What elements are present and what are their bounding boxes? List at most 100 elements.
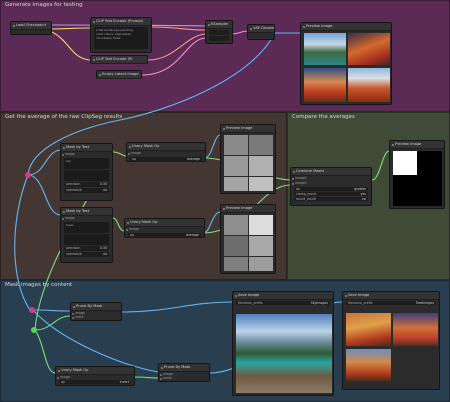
input-image[interactable]: image bbox=[125, 227, 204, 232]
node-title: Preview Image bbox=[301, 23, 391, 31]
prompt-textarea[interactable]: trees bbox=[64, 222, 109, 233]
widget-label: precision bbox=[66, 246, 81, 250]
node-ksampler[interactable]: KSampler bbox=[205, 20, 233, 44]
op-widget[interactable]: op average bbox=[128, 233, 201, 238]
input-label: image bbox=[129, 227, 139, 231]
widget-value: no bbox=[103, 188, 107, 192]
widget-value: no bbox=[103, 252, 107, 256]
node-clip-text-encode-prompt[interactable]: CLIP Text Encode (Prompt) a fall landsca… bbox=[90, 17, 152, 53]
input-image[interactable]: image bbox=[56, 375, 134, 379]
normalize-widget[interactable]: normalize no bbox=[64, 188, 109, 193]
node-vae-decode[interactable]: VAE Decode bbox=[247, 24, 275, 40]
saved-image-trees-1[interactable] bbox=[346, 313, 391, 346]
node-title: Unary Mask Op bbox=[56, 367, 134, 375]
wire-mask1-unary bbox=[112, 151, 127, 157]
group-title: Get the average of the raw ClipSeg resul… bbox=[5, 114, 123, 120]
preview-thumb-1[interactable] bbox=[304, 33, 346, 65]
input-image[interactable]: image bbox=[127, 151, 205, 156]
preview-thumb-3[interactable] bbox=[304, 68, 346, 102]
node-title: KSampler bbox=[206, 21, 232, 29]
input-image2[interactable]: image2 bbox=[291, 181, 371, 186]
input-label: image bbox=[163, 372, 173, 376]
wire-reroute-mask1 bbox=[34, 315, 71, 331]
node-clip-text-encode-negative[interactable]: CLIP Text Encode (Pr bbox=[90, 55, 148, 64]
node-title: CLIP Text Encode (Pr bbox=[91, 56, 147, 64]
input-image[interactable]: image bbox=[159, 372, 209, 376]
preview-mask-avg-2[interactable] bbox=[224, 215, 273, 271]
input-image[interactable]: image bbox=[61, 216, 112, 221]
node-title: Load Checkpoint bbox=[11, 22, 51, 30]
wire-cond-neg bbox=[147, 33, 206, 61]
widget-value: 0.30 bbox=[99, 246, 107, 250]
input-image[interactable]: image bbox=[61, 152, 112, 157]
wire-mask2-unary bbox=[112, 217, 125, 232]
prompt-textarea[interactable]: a fall landscape painting, vivid colors,… bbox=[94, 27, 148, 49]
wire-reroute-unary3 bbox=[34, 329, 56, 374]
wire-combine-preview bbox=[371, 150, 390, 181]
input-image1[interactable]: image1 bbox=[291, 176, 371, 181]
node-empty-latent-image[interactable]: Empty Latent Image bbox=[96, 70, 142, 79]
node-preview-image-top[interactable]: Preview Image bbox=[300, 22, 392, 105]
prompt-textarea[interactable]: sky bbox=[64, 158, 109, 169]
node-preview-image-avg-2[interactable]: Preview Image bbox=[220, 204, 276, 274]
node-load-checkpoint[interactable]: Load Checkpoint bbox=[10, 21, 52, 35]
widget-value: TreeImages bbox=[415, 301, 434, 305]
wire-latent bbox=[231, 30, 249, 35]
widget-label: round_result bbox=[296, 197, 316, 201]
node-title: Empty Latent Image bbox=[97, 71, 141, 79]
input-label: mask bbox=[163, 376, 172, 380]
node-prune-by-mask-2[interactable]: Prune By Mask image mask bbox=[158, 363, 210, 382]
widget-value: average bbox=[185, 233, 199, 237]
normalize-widget[interactable]: normalize no bbox=[64, 252, 109, 257]
saved-image-trees-3[interactable] bbox=[346, 349, 391, 382]
preview-thumb-2[interactable] bbox=[348, 33, 390, 65]
widget-label: normalize bbox=[66, 188, 82, 192]
precision-widget[interactable]: precision 0.30 bbox=[64, 246, 109, 251]
widget-label: filename_prefix bbox=[348, 301, 373, 305]
wire-image-down bbox=[14, 174, 31, 311]
group-title: Mask images by content bbox=[5, 282, 73, 288]
filename-prefix-widget[interactable]: filename_prefix TreeImages bbox=[346, 301, 436, 305]
node-preview-image-avg-1[interactable]: Preview Image bbox=[220, 124, 276, 194]
ksampler-widget[interactable] bbox=[209, 36, 229, 41]
node-title: Save Image bbox=[233, 292, 333, 300]
node-title: VAE Decode bbox=[248, 25, 274, 33]
widget-label: op bbox=[61, 380, 65, 384]
negative-prompt-textarea[interactable] bbox=[64, 234, 109, 245]
input-mask[interactable]: mask bbox=[71, 315, 121, 319]
widget-label: normalize bbox=[66, 252, 82, 256]
ksampler-widget[interactable] bbox=[209, 30, 229, 35]
widget-label: op bbox=[296, 187, 300, 191]
saved-image-trees-2[interactable] bbox=[393, 313, 438, 346]
wire-image-prune2 bbox=[32, 309, 159, 373]
negative-prompt-textarea[interactable] bbox=[64, 170, 109, 181]
op-widget[interactable]: op greater bbox=[294, 187, 368, 191]
preview-thumb-4[interactable] bbox=[348, 68, 390, 102]
node-preview-image-compare[interactable]: Preview Image bbox=[389, 140, 445, 209]
node-title: Mask by Text bbox=[61, 208, 112, 216]
saved-image-sky-preview[interactable] bbox=[236, 314, 332, 393]
preview-compare-result[interactable] bbox=[393, 151, 442, 206]
widget-label: op bbox=[130, 233, 134, 237]
input-mask[interactable]: mask bbox=[159, 376, 209, 380]
preview-mask-avg-1[interactable] bbox=[224, 135, 273, 191]
widget-value: greater bbox=[354, 187, 366, 191]
input-image[interactable]: image bbox=[71, 311, 121, 315]
input-label: image bbox=[131, 151, 141, 155]
node-mask-by-text-trees[interactable]: Mask by Text image trees precision 0.30 n… bbox=[60, 207, 113, 263]
node-prune-by-mask-1[interactable]: Prune By Mask image mask bbox=[70, 302, 122, 321]
